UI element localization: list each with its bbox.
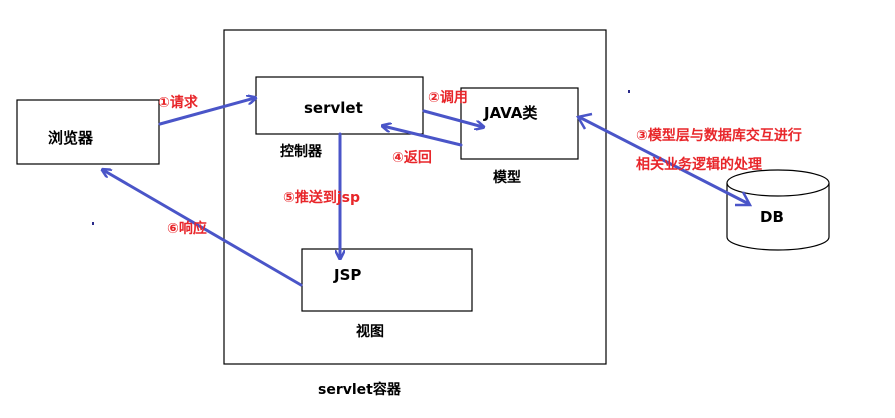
db-label: DB [760,208,784,226]
jsp-node [301,248,473,312]
step-db-label-line1: ③模型层与数据库交互进行 [636,127,802,144]
browser-node [16,99,160,165]
view-caption: 视图 [356,323,384,340]
step-call-label: ②调用 [428,90,468,106]
controller-caption: 控制器 [280,143,323,160]
step-push-label: ⑤推送到jsp [283,189,360,206]
servlet-label: servlet [304,99,363,117]
container-caption: servlet容器 [318,381,402,398]
request-arrow [158,98,255,126]
jsp-label: JSP [333,266,361,284]
java-node [460,87,579,160]
call-arrow [422,109,483,127]
speck-mark [628,90,630,93]
step-db-label-line2: 相关业务逻辑的处理 [636,156,762,173]
db-interaction-arrow [576,112,753,207]
respond-arrow [103,170,303,287]
step-return-label: ④返回 [392,149,432,166]
servlet-node [255,76,424,135]
java-label: JAVA类 [483,104,538,122]
return-arrow [383,126,463,147]
model-caption: 模型 [493,169,521,186]
step-request-label: ①请求 [158,94,199,111]
browser-label: 浏览器 [48,129,94,147]
db-node: DB [726,169,830,251]
step-respond-label: ⑥响应 [167,220,207,237]
speck-mark [92,222,94,225]
